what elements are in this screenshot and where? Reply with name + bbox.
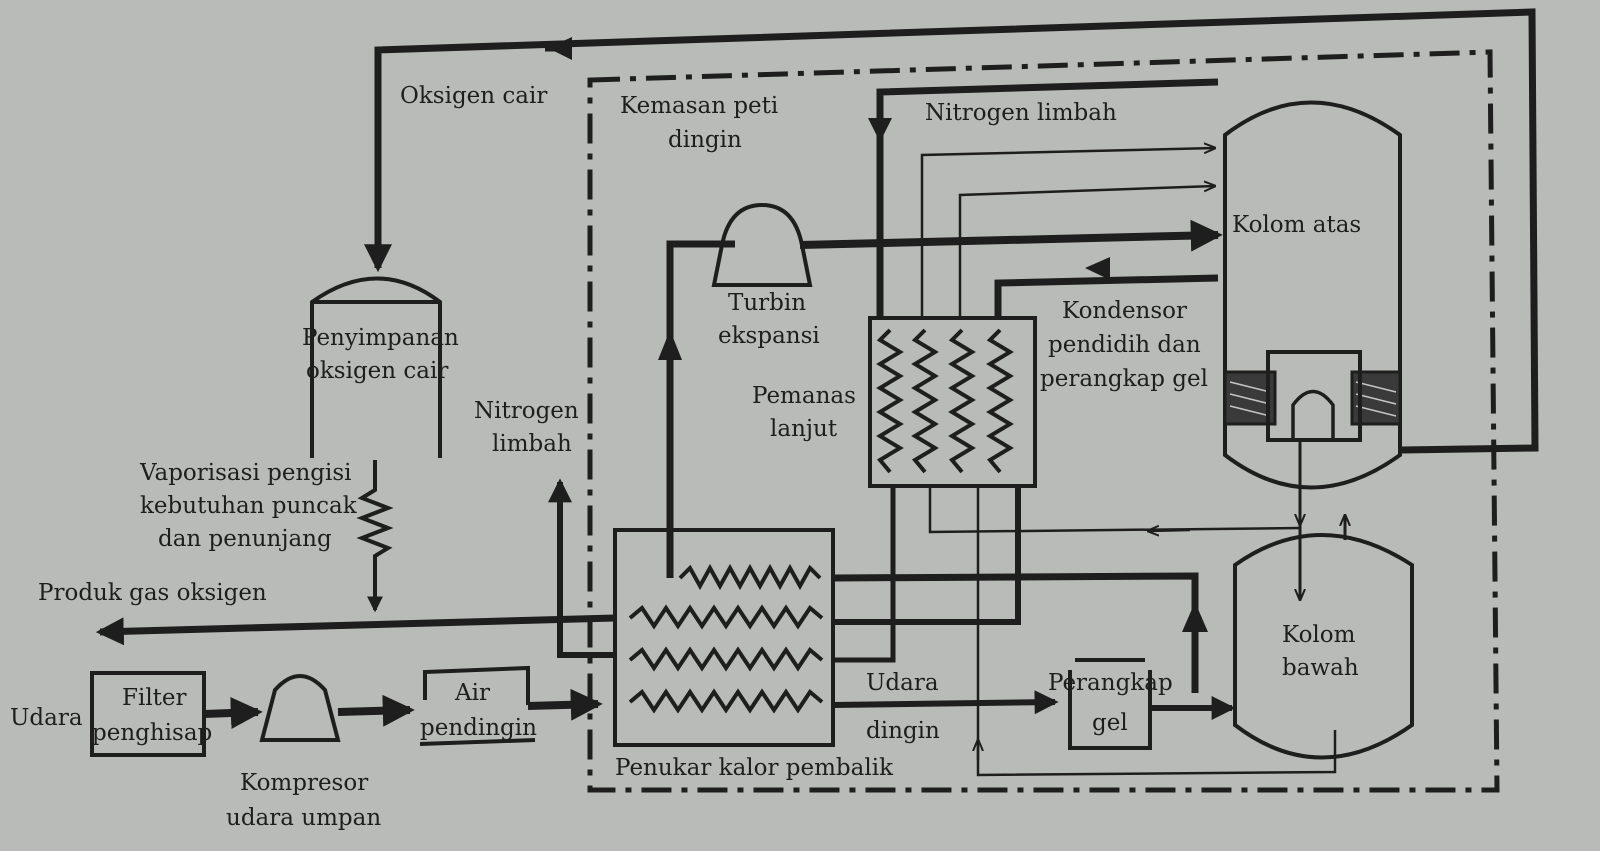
label-nitrogen-limbah-left-2: limbah: [492, 431, 572, 457]
water-cooler: [419, 665, 536, 746]
label-kompresor-1: Kompresor: [240, 770, 368, 796]
condenser-reboiler: [1223, 350, 1402, 442]
label-udara-dingin-1: Udara: [866, 670, 939, 696]
label-turbin-1: Turbin: [728, 290, 806, 316]
label-kolom-bawah-1: Kolom: [1282, 622, 1356, 648]
label-kemasan-2: dingin: [668, 127, 742, 153]
label-air-1: Air: [454, 680, 490, 706]
cold-air-line: [832, 690, 1059, 715]
gel-trap: [1068, 658, 1152, 750]
label-vaporisasi-2: kebutuhan puncak: [140, 493, 358, 519]
reversing-heat-exchanger: [613, 528, 835, 747]
waste-nitrogen-left: [548, 478, 615, 658]
turbine-to-upper-column: [799, 219, 1223, 252]
loop-arrow-left: [548, 37, 572, 60]
vaporizer-coil: [356, 460, 394, 613]
label-filter-1: Filter: [122, 685, 187, 711]
label-kondensor-1: Kondensor: [1062, 298, 1187, 324]
label-penyimpanan-2: oksigen cair: [306, 358, 448, 384]
label-kemasan-1: Kemasan peti: [620, 93, 778, 119]
filter-to-compressor: [203, 697, 263, 729]
upper-column: [1223, 100, 1402, 490]
compressor: [259, 674, 341, 742]
label-pemanas-1: Pemanas: [752, 383, 856, 409]
superheater-bottom-lines: [833, 486, 1337, 777]
label-kondensor-3: perangkap gel: [1040, 366, 1208, 392]
oxygen-storage-tank: [310, 276, 442, 458]
exchanger-to-turbine: [666, 240, 735, 578]
inter-column-lines: [1300, 440, 1345, 600]
cooler-to-exchanger: [527, 688, 603, 721]
cold-box-boundary: [587, 49, 1500, 793]
label-vaporisasi-1: Vaporisasi pengisi: [139, 460, 352, 486]
label-kolom-bawah-2: bawah: [1282, 655, 1359, 681]
label-filter-2: penghisap: [92, 720, 212, 746]
label-udara-dingin-2: dingin: [866, 718, 940, 744]
label-air-2: pendingin: [420, 715, 537, 741]
expansion-turbine: [711, 202, 813, 287]
exchanger-to-lower-column: [832, 572, 1199, 693]
superheater: [868, 316, 1037, 488]
superheater-to-column-thin: [920, 148, 1215, 318]
return-thin-arrow: [1148, 530, 1191, 531]
compressor-to-cooler: [337, 694, 415, 727]
lower-riser-arrow: [1182, 602, 1208, 632]
waste-nitrogen-top: [876, 78, 1219, 318]
label-produk-gas: Produk gas oksigen: [38, 580, 267, 606]
condenser-reflux-line: [994, 274, 1219, 318]
label-pemanas-2: lanjut: [770, 416, 838, 442]
label-kondensor-2: pendidih dan: [1048, 332, 1201, 358]
label-perangkap-1: Perangkap: [1048, 670, 1173, 696]
label-kolom-atas: Kolom atas: [1232, 212, 1361, 238]
turbine-feed-arrow: [658, 330, 682, 360]
label-penukar: Penukar kalor pembalik: [615, 755, 894, 781]
label-vaporisasi-3: dan penunjang: [158, 526, 332, 552]
label-turbin-2: ekspansi: [718, 323, 820, 349]
labels: Oksigen cair Kemasan peti dingin Nitroge…: [10, 83, 1361, 831]
label-nitrogen-limbah-top: Nitrogen limbah: [925, 100, 1117, 126]
label-udara: Udara: [10, 705, 83, 731]
product-oxygen-line: [95, 614, 616, 646]
waste-nitrogen-top-arrow: [868, 118, 892, 142]
label-penyimpanan-1: Penyimpanan: [302, 325, 459, 351]
label-oksigen-cair: Oksigen cair: [400, 83, 547, 109]
lower-column: [1233, 533, 1414, 760]
reflux-arrow: [1085, 257, 1110, 280]
label-kompresor-2: udara umpan: [226, 805, 381, 831]
label-nitrogen-limbah-left-1: Nitrogen: [474, 398, 579, 424]
label-perangkap-2: gel: [1092, 710, 1128, 736]
